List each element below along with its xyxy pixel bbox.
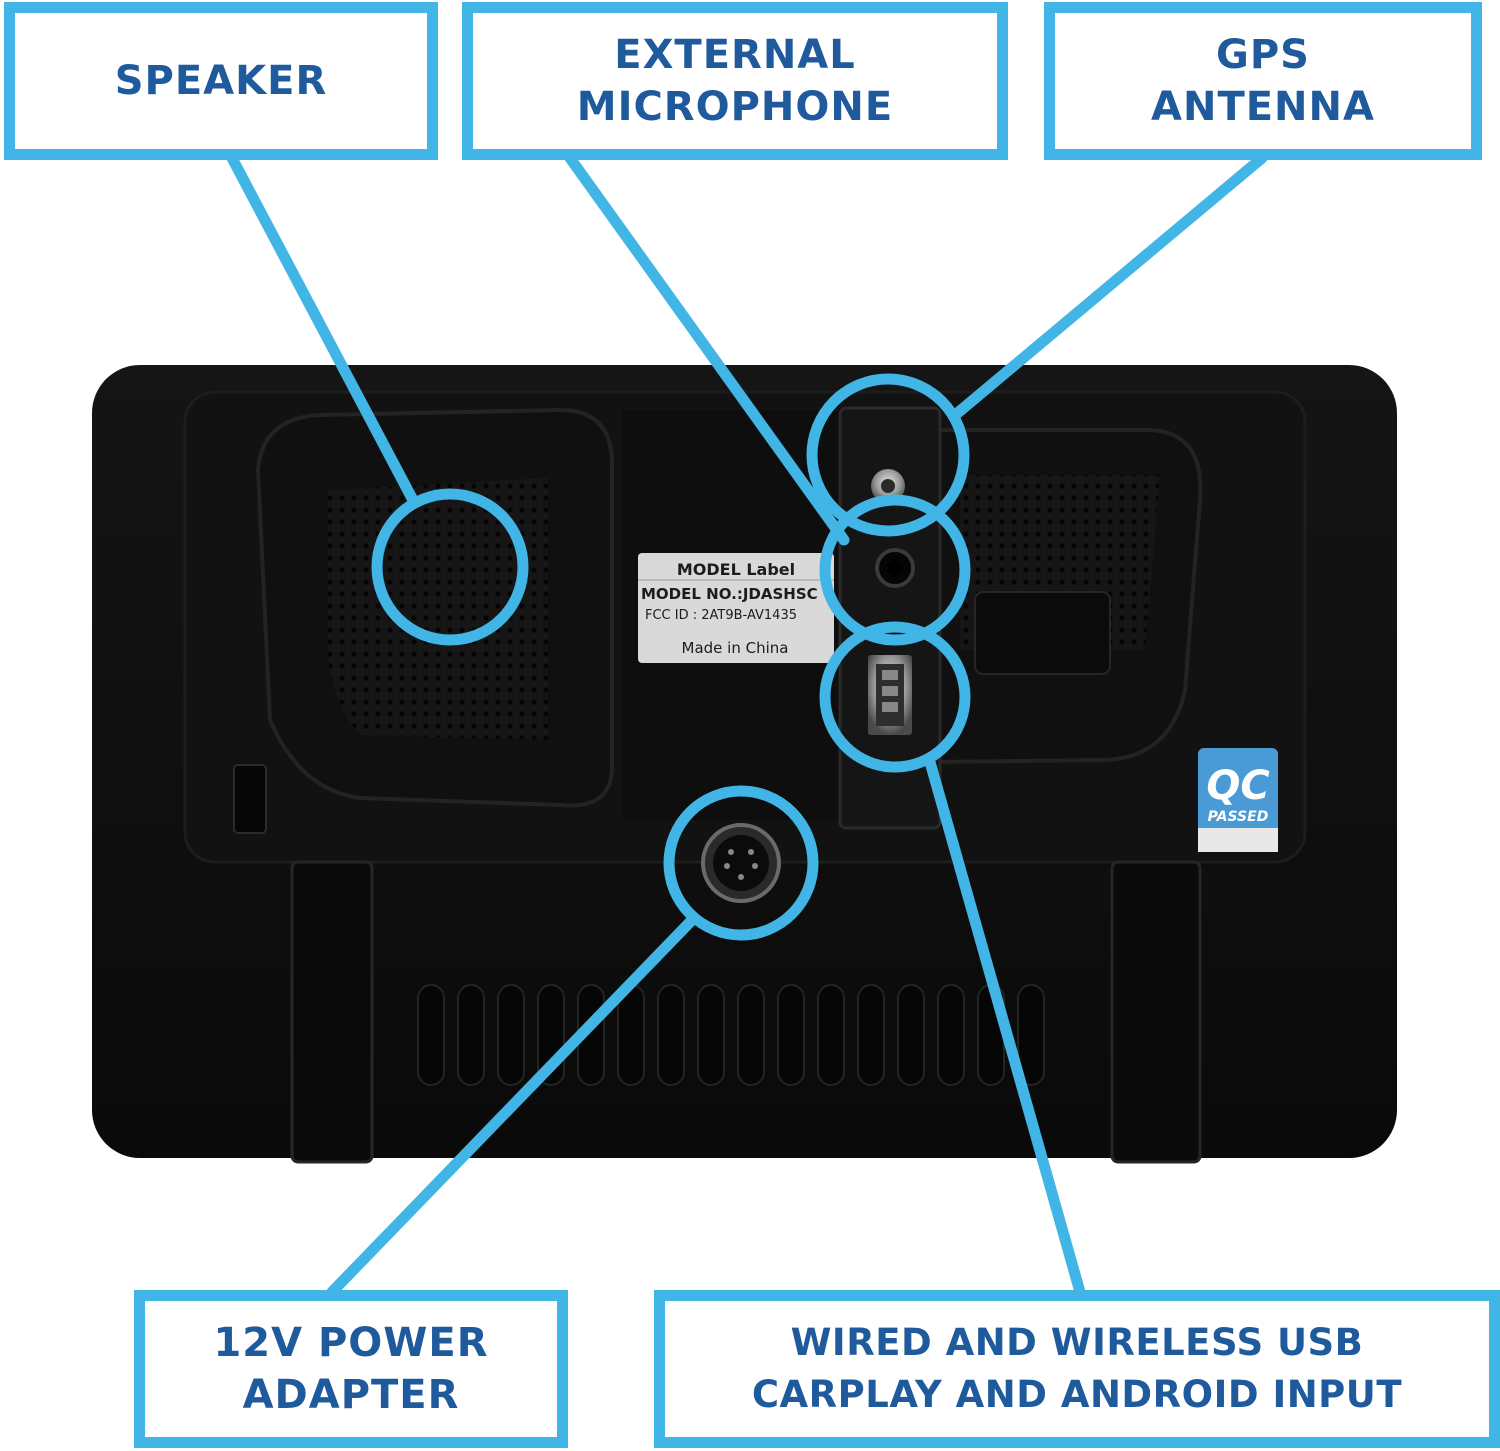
gps-antenna-callout: GPS ANTENNA: [1044, 2, 1482, 160]
stand-leg-left: [290, 860, 374, 1164]
vent-slot: [497, 984, 525, 1086]
speaker-callout-label: SPEAKER: [114, 58, 328, 104]
qc-badge: [1198, 748, 1278, 852]
speaker-callout: SPEAKER: [4, 2, 438, 160]
callout-circle-speaker: [371, 488, 529, 646]
stand-leg-right: [1110, 860, 1202, 1164]
vent-slot: [897, 984, 925, 1086]
vent-slot: [857, 984, 885, 1086]
gps-antenna-callout-line1: GPS: [1216, 32, 1310, 78]
right-panel-cover: [974, 591, 1111, 675]
callout-circle-usb: [819, 621, 971, 773]
ventilation-slots: [417, 984, 1045, 1086]
qc-badge-mark: QC: [1206, 763, 1269, 809]
leader-line-mic: [564, 152, 850, 546]
usb-input-callout-line2: CARPLAY AND ANDROID INPUT: [751, 1373, 1403, 1416]
vent-slot: [1017, 984, 1045, 1086]
vent-slot: [737, 984, 765, 1086]
gps-antenna-callout-line2: ANTENNA: [1151, 84, 1375, 130]
vent-slot: [457, 984, 485, 1086]
power-adapter-callout-line2: ADAPTER: [242, 1372, 460, 1418]
usb-input-callout: WIRED AND WIRELESS USB CARPLAY AND ANDRO…: [654, 1290, 1500, 1448]
vent-slot: [417, 984, 445, 1086]
callout-circle-power: [663, 785, 819, 941]
model-label-origin: Made in China: [682, 639, 789, 657]
model-label-fcc: FCC ID : 2AT9B-AV1435: [645, 608, 797, 623]
model-label-number: MODEL NO.:JDASHSC: [641, 585, 818, 603]
vent-slot: [817, 984, 845, 1086]
qc-badge-status: PASSED: [1208, 809, 1269, 825]
callout-circle-mic: [819, 494, 971, 646]
external-microphone-callout-line2: MICROPHONE: [576, 84, 894, 130]
leader-line-speaker: [226, 152, 420, 508]
vent-slot: [777, 984, 805, 1086]
external-microphone-callout-line1: EXTERNAL: [614, 32, 856, 78]
power-adapter-callout: 12V POWER ADAPTER: [134, 1290, 568, 1448]
callout-circle-gps: [806, 373, 970, 537]
leader-line-gps: [948, 152, 1268, 422]
vent-slot: [657, 984, 685, 1086]
leader-line-usb: [924, 756, 1086, 1298]
usb-input-callout-line1: WIRED AND WIRELESS USB: [790, 1321, 1364, 1364]
external-microphone-callout: EXTERNAL MICROPHONE: [462, 2, 1008, 160]
vent-slot: [697, 984, 725, 1086]
leader-line-power: [326, 912, 700, 1298]
vent-slot: [937, 984, 965, 1086]
power-adapter-callout-line1: 12V POWER: [213, 1320, 489, 1366]
side-switch: [233, 764, 267, 834]
model-label-title: MODEL Label: [677, 560, 795, 579]
